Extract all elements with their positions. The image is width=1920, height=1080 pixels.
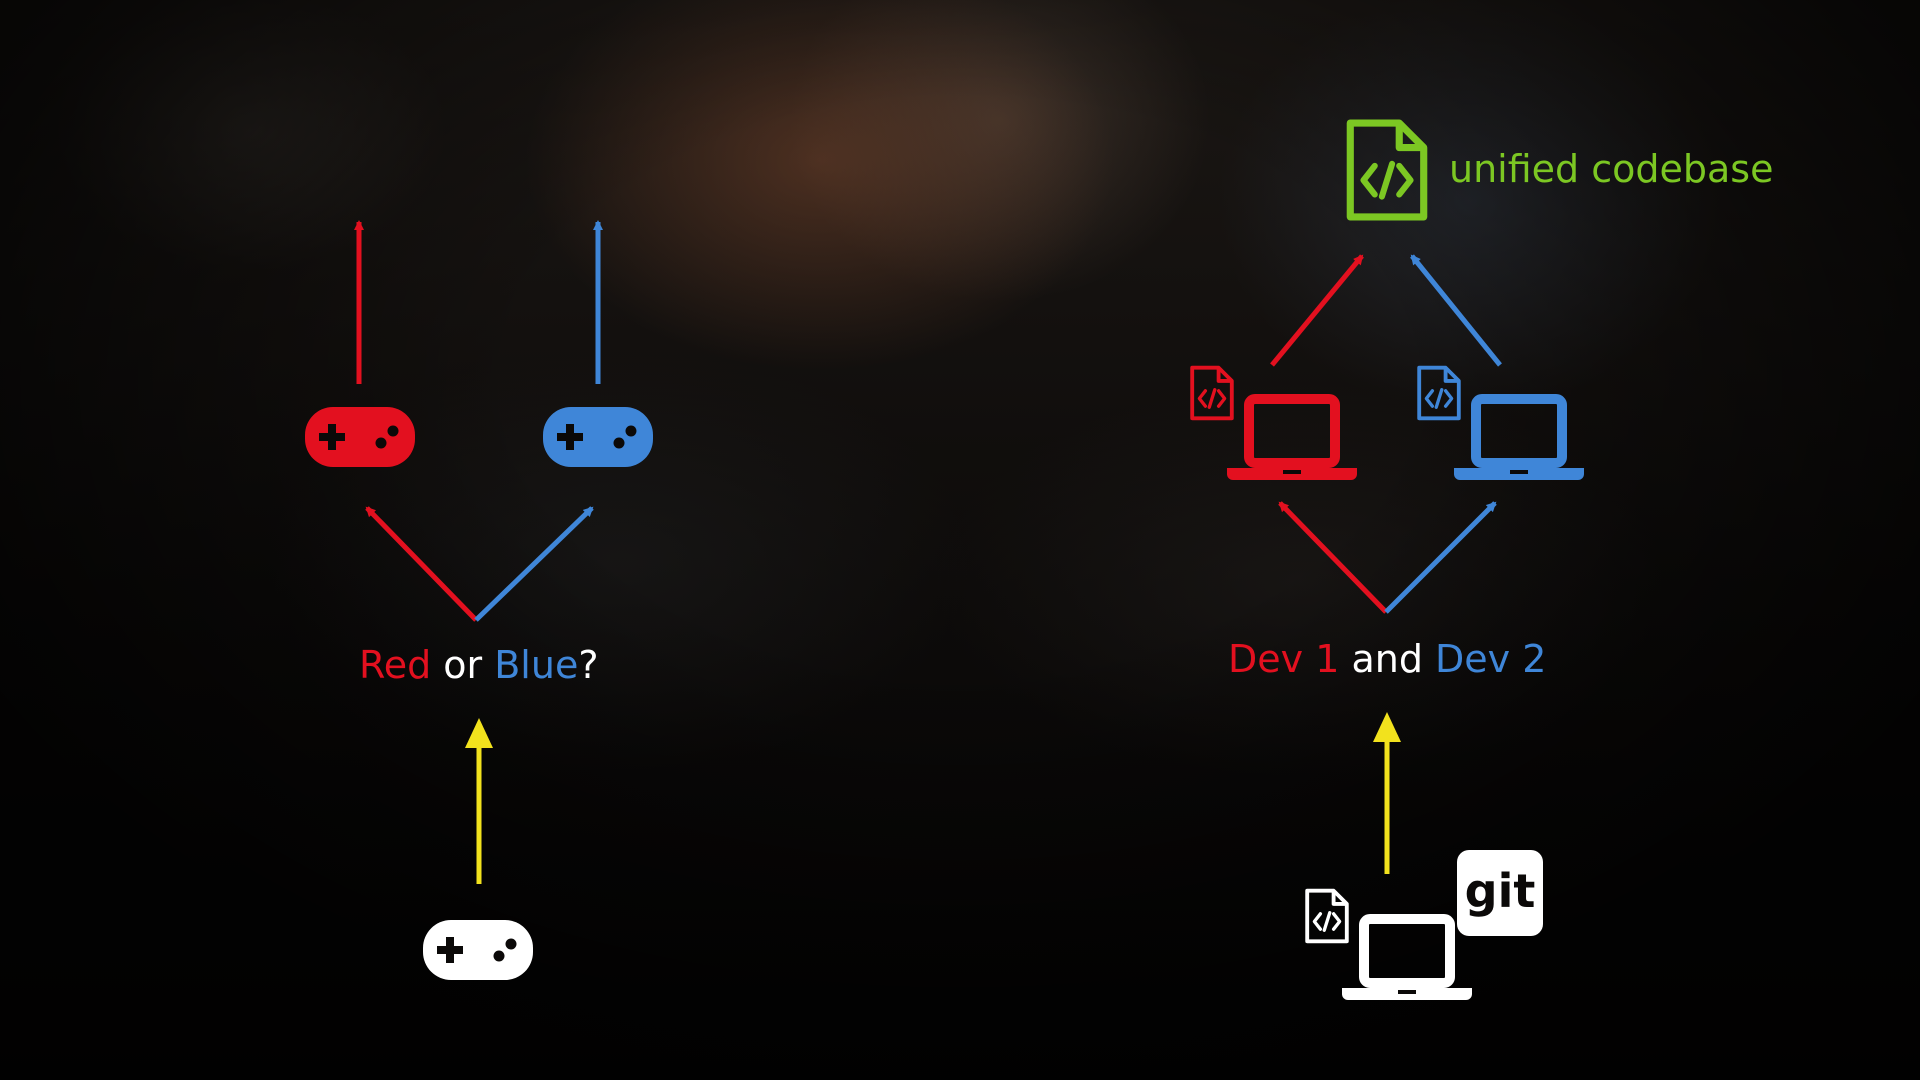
red-or-blue-label: Red or Blue? xyxy=(359,643,599,687)
dev2-word: Dev 2 xyxy=(1435,637,1547,681)
arrow-dev2-to-codebase xyxy=(1410,254,1502,367)
arrow-dev1-to-codebase xyxy=(1270,254,1364,367)
dev1-word: Dev 1 xyxy=(1228,637,1340,681)
unified-code-file-icon xyxy=(1350,123,1423,217)
arrow-up-yellow-left xyxy=(465,718,493,884)
question-mark: ? xyxy=(578,643,599,687)
arrow-diag-red xyxy=(365,506,478,622)
dev1-laptop-icon xyxy=(1227,399,1357,480)
arrow-diag-blue xyxy=(474,506,594,622)
and-word: and xyxy=(1339,637,1436,681)
git-logo-text: git xyxy=(1465,864,1536,918)
arrow-up-yellow-right xyxy=(1373,712,1401,874)
red-gamepad-icon xyxy=(305,407,415,467)
arrow-to-dev2 xyxy=(1384,501,1497,614)
dev2-code-file-icon xyxy=(1417,365,1461,421)
dev2-laptop-icon xyxy=(1454,399,1584,480)
git-logo-icon: git xyxy=(1457,850,1543,936)
white-gamepad-icon xyxy=(423,920,533,980)
dev1-code-file-icon xyxy=(1190,365,1234,421)
blue-gamepad-icon xyxy=(543,407,653,467)
or-word: or xyxy=(431,643,495,687)
unified-codebase-label: unified codebase xyxy=(1449,147,1774,191)
red-word: Red xyxy=(359,643,432,687)
local-laptop-icon xyxy=(1342,919,1472,1000)
dev1-and-dev2-label: Dev 1 and Dev 2 xyxy=(1228,637,1546,681)
arrow-to-dev1 xyxy=(1278,501,1388,614)
blue-word: Blue xyxy=(494,643,579,687)
local-code-file-icon xyxy=(1305,888,1349,944)
